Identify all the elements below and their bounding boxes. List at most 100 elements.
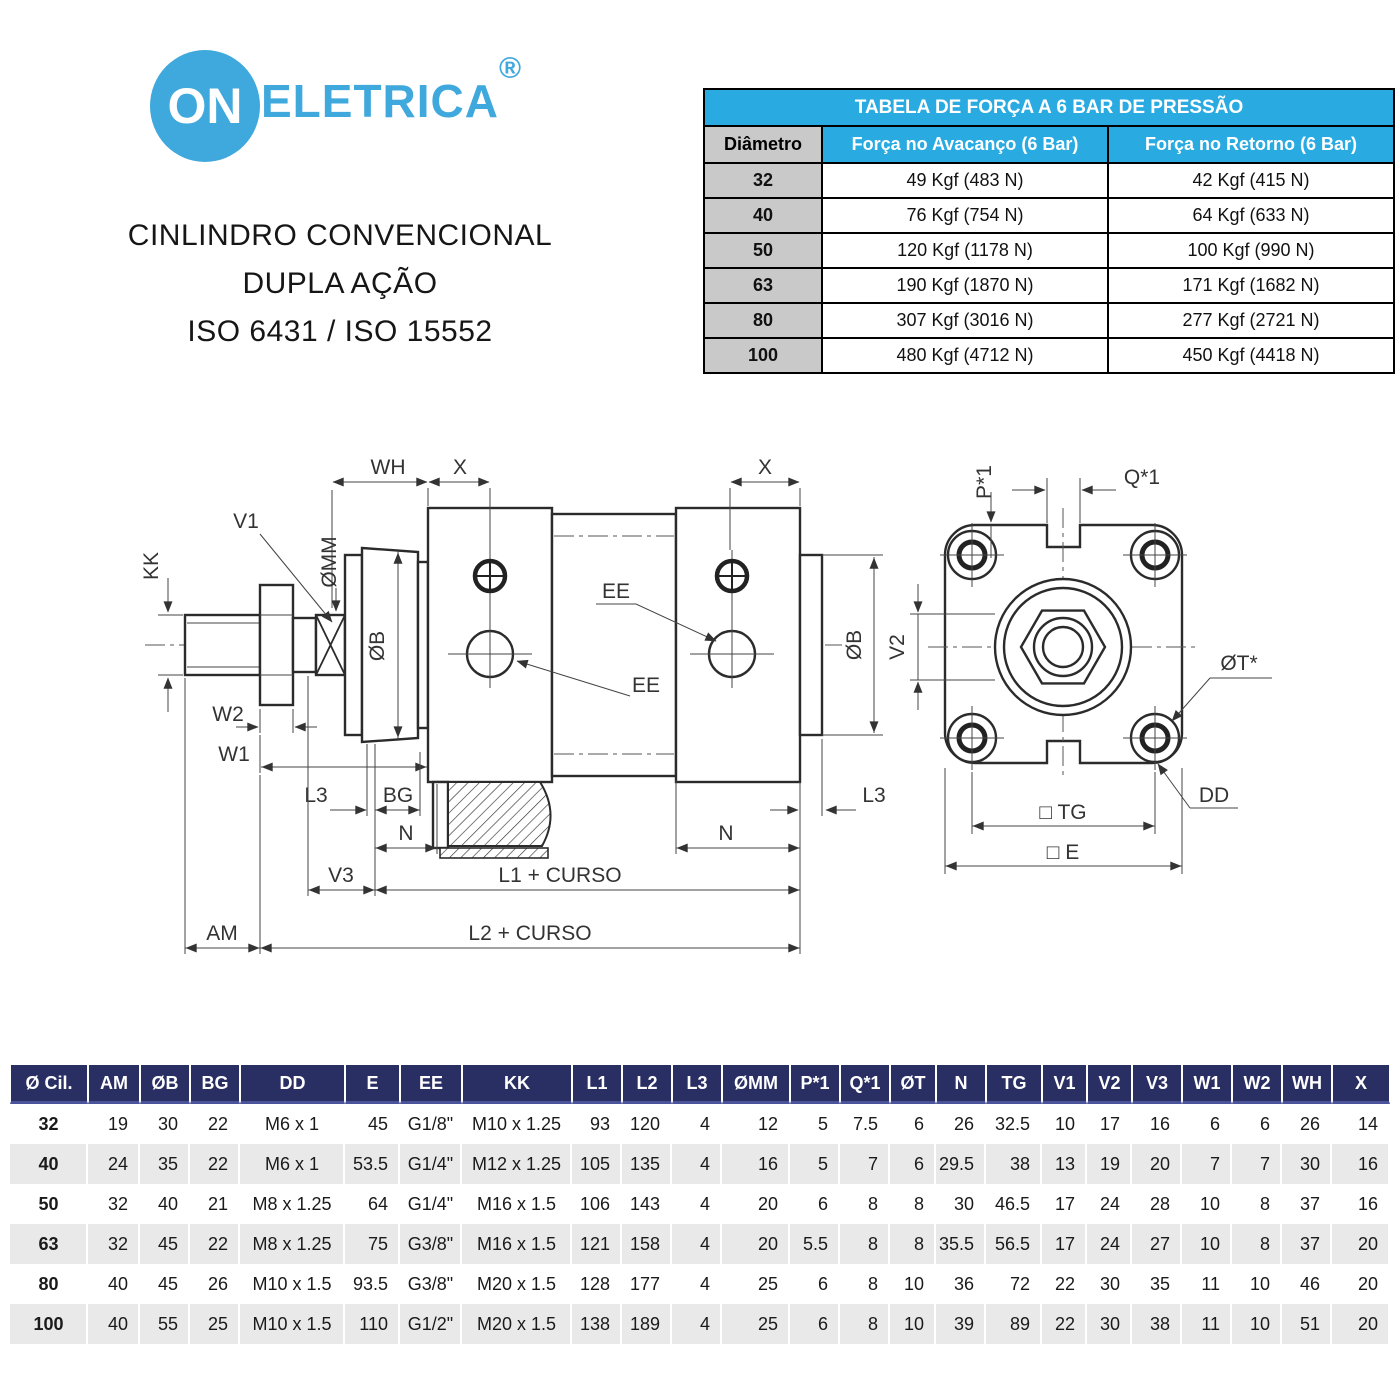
table-cell: 22 (1042, 1264, 1087, 1304)
table-cell: 8 (840, 1304, 890, 1344)
table-cell: 20 (722, 1184, 790, 1224)
table-cell: 35.5 (936, 1224, 986, 1264)
rear-cushion-screw (714, 558, 750, 594)
table-cell: 177 (622, 1264, 672, 1304)
dim-label-x-left: X (453, 456, 467, 479)
table-cell: 277 Kgf (2721 N) (1107, 302, 1395, 339)
table-cell: G1/4" (400, 1184, 462, 1224)
mounting-hole-bottom-right (1123, 706, 1187, 770)
table-cell: 26 (1282, 1104, 1332, 1144)
table-cell: 7 (1182, 1144, 1232, 1184)
product-title-line1: CINLINDRO CONVENCIONAL (127, 219, 553, 252)
table-cell: 6 (790, 1264, 840, 1304)
dim-label-kk: KK (140, 552, 163, 580)
table-cell: 16 (1132, 1104, 1182, 1144)
table-cell: 36 (936, 1264, 986, 1304)
table-cell: M12 x 1.25 (462, 1144, 572, 1184)
table-cell: 38 (1132, 1304, 1182, 1344)
table-cell: M10 x 1.5 (240, 1304, 345, 1344)
force-table: TABELA DE FORÇA A 6 BAR DE PRESSÃO Diâme… (703, 88, 1395, 374)
table-cell: 17 (1087, 1104, 1132, 1144)
barrel (550, 512, 678, 778)
cylinder-side-view-drawing: WH X X V1 KK ØMM ØB ØB (140, 456, 886, 954)
table-cell: 4 (672, 1304, 722, 1344)
dim-label-v2: V2 (886, 634, 909, 660)
rod-nut (258, 583, 295, 707)
dim-label-l2-curso: L2 + CURSO (468, 922, 591, 945)
table-cell: 24 (88, 1144, 140, 1184)
table-cell: 17 (1042, 1184, 1087, 1224)
table-cell: 24 (1087, 1184, 1132, 1224)
table-cell: 24 (1087, 1224, 1132, 1264)
dim-label-ee-bottom: EE (632, 674, 660, 697)
table-cell: 450 Kgf (4418 N) (1107, 337, 1395, 374)
table-cell: M8 x 1.25 (240, 1224, 345, 1264)
table-cell: 17 (1042, 1224, 1087, 1264)
table-cell: 128 (572, 1264, 622, 1304)
table-cell: M6 x 1 (240, 1144, 345, 1184)
table-cell: 10 (1182, 1184, 1232, 1224)
table-cell: 49 Kgf (483 N) (821, 162, 1109, 199)
table-cell: 64 Kgf (633 N) (1107, 197, 1395, 234)
table-cell: 20 (1332, 1304, 1390, 1344)
table-cell: M20 x 1.5 (462, 1264, 572, 1304)
table-cell: 72 (986, 1264, 1042, 1304)
table-cell: 22 (190, 1104, 240, 1144)
table-cell: 32.5 (986, 1104, 1042, 1144)
table-cell: 100 Kgf (990 N) (1107, 232, 1395, 269)
table-cell: M16 x 1.5 (462, 1184, 572, 1224)
header-cell: ØT (890, 1065, 936, 1104)
table-cell: 22 (1042, 1304, 1087, 1344)
table-cell: 40 (88, 1264, 140, 1304)
table-cell: 100 (10, 1304, 88, 1344)
table-cell: 20 (722, 1224, 790, 1264)
table-cell: 5 (790, 1144, 840, 1184)
table-cell: 93.5 (345, 1264, 400, 1304)
table-cell: 26 (936, 1104, 986, 1144)
table-cell: 138 (572, 1304, 622, 1344)
table-cell: 171 Kgf (1682 N) (1107, 267, 1395, 304)
header-cell: Força no Avacanço (6 Bar) (821, 125, 1109, 164)
table-cell: 32 (703, 162, 823, 199)
table-cell: 13 (1042, 1144, 1087, 1184)
table-cell: 6 (890, 1104, 936, 1144)
table-cell: 21 (190, 1184, 240, 1224)
table-cell: 46 (1282, 1264, 1332, 1304)
table-cell: 63 (703, 267, 823, 304)
table-cell: 25 (722, 1304, 790, 1344)
table-cell: 20 (1132, 1144, 1182, 1184)
table-cell: 76 Kgf (754 N) (821, 197, 1109, 234)
table-cell: 50 (703, 232, 823, 269)
logo-wordmark: ELETRICA (261, 75, 499, 127)
table-cell: 8 (890, 1224, 936, 1264)
header-cell: V1 (1042, 1065, 1087, 1104)
table-cell: 50 (10, 1184, 88, 1224)
table-cell: 53.5 (345, 1144, 400, 1184)
header-cell: E (345, 1065, 400, 1104)
piston-rod-thread (183, 613, 262, 677)
foot-clamp (431, 780, 450, 850)
dim-label-dd: DD (1199, 784, 1229, 807)
header-cell: L1 (572, 1065, 622, 1104)
dim-label-am: AM (206, 922, 238, 945)
header-cell: ØMM (722, 1065, 790, 1104)
table-cell: 135 (622, 1144, 672, 1184)
dim-label-n-right: N (718, 822, 733, 845)
dim-label-ob-left: ØB (366, 631, 389, 661)
piston-rod (291, 616, 318, 674)
table-cell: 4 (672, 1224, 722, 1264)
table-cell: 190 Kgf (1870 N) (821, 267, 1109, 304)
cylinder-front-view-drawing: P*1 Q*1 V2 ØT* DD □ TG (886, 465, 1272, 874)
dim-label-p1: P*1 (973, 465, 996, 499)
table-cell: 56.5 (986, 1224, 1042, 1264)
header-cell: KK (462, 1065, 572, 1104)
registered-trademark-icon: ® (499, 52, 522, 85)
table-cell: 93 (572, 1104, 622, 1144)
table-cell: 6 (790, 1184, 840, 1224)
